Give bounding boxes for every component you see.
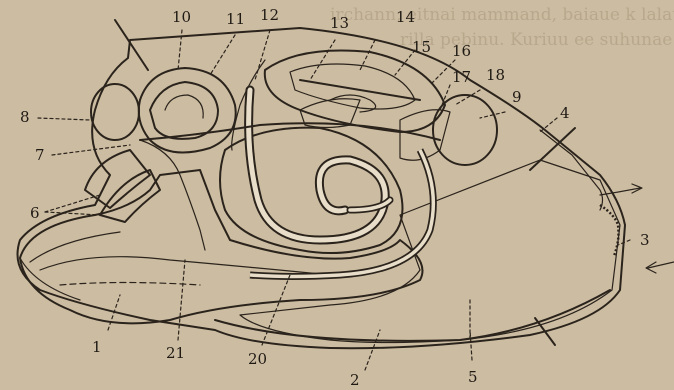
label-10: 10 [172,8,191,26]
label-3: 3 [640,231,650,249]
label-15: 15 [412,38,431,56]
anterior-adductor-muscle [91,84,139,140]
label-7: 7 [35,146,45,164]
label-1: 1 [92,338,102,356]
posterior-adductor-muscle [433,95,497,165]
label-6: 6 [30,204,40,222]
label-12: 12 [260,6,279,24]
intestine [232,60,434,277]
label-17: 17 [452,68,471,86]
background-text: irchann, eitnai mammand, baiaue k lalaus… [330,5,674,50]
label-11: 11 [226,10,245,28]
label-21: 21 [166,344,185,362]
background-text-line-1: irchann, eitnai mammand, baiaue k lalaus… [330,5,674,25]
label-13: 13 [330,14,349,32]
label-8: 8 [20,108,30,126]
leader-lines [38,30,630,370]
background-text-line-2: rilla pebinu. Kuriuu ee suhunae ees eese… [400,30,674,50]
label-20: 20 [248,350,267,368]
label-9: 9 [512,88,522,106]
label-18: 18 [486,66,505,84]
label-4: 4 [560,104,570,122]
pericardium [265,50,445,132]
label-14: 14 [396,8,415,26]
labial-palps [85,150,160,222]
label-5: 5 [468,368,478,386]
siphons [540,130,674,273]
label-16: 16 [452,42,471,60]
label-2: 2 [350,371,360,389]
